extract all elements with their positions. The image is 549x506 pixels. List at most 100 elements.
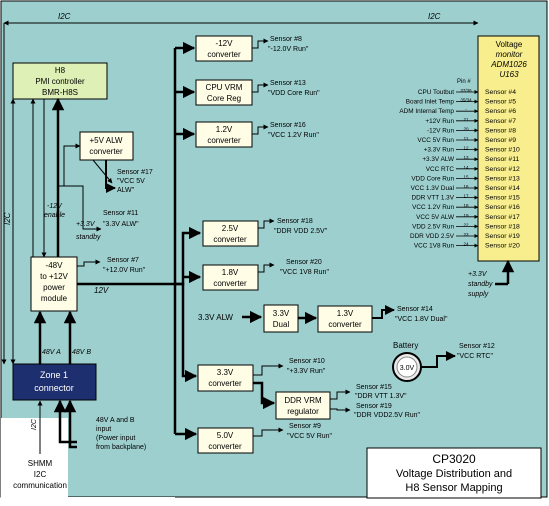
dual33-converter: 3.3V Dual — [263, 304, 299, 333]
monitor-input-label: VCC 1.2V Run — [412, 204, 454, 211]
monitor-input-label: -12V Run — [427, 127, 454, 134]
c33v-converter: 3.3V converter — [197, 364, 254, 392]
monitor-pin-number: 12 — [463, 146, 469, 151]
sensor-15-name: "DDR VTT 1.3V" — [355, 393, 407, 400]
voltage-monitor: Voltage monitor ADM1026 U163 — [477, 35, 540, 262]
monitor-title-4: U163 — [499, 70, 519, 79]
sensor-20-name: "VCC 1V8 Run" — [280, 269, 329, 276]
zone-label: Zone 1 — [40, 370, 68, 380]
input-line-1: 48V A and B — [96, 417, 135, 424]
c5valw-sensor-line2 — [92, 159, 113, 184]
monitor-standby-3: supply — [468, 291, 489, 298]
sensor-7-label: Sensor #7 — [107, 257, 139, 264]
c13v-sub: converter — [328, 320, 362, 329]
c18v-label: 1.8V — [222, 268, 239, 277]
c5valw-converter: +5V ALW converter — [79, 131, 134, 161]
sensor-17-label: Sensor #17 — [117, 169, 153, 176]
sensor-14-name: "VCC 1.8V Dual" — [395, 316, 448, 323]
monitor-input-label: VCC RTC — [426, 166, 455, 173]
diagram-title: CP3020 — [432, 452, 476, 466]
monitor-pin-number: 15 — [463, 174, 469, 179]
sensor-13-label: Sensor #13 — [270, 80, 306, 87]
m12v-label: -12V — [216, 39, 234, 48]
c33v-label: 3.3V — [217, 368, 234, 377]
main-12v-bus — [77, 41, 202, 441]
c33v-sensor-link — [253, 363, 284, 376]
sensor-17-name: "VCC 5V — [117, 178, 145, 185]
shmm-line-1: SHMM — [28, 459, 53, 468]
sensor-9-label: Sensor #9 — [289, 423, 321, 430]
standby-label-line1: +3.3V — [76, 221, 96, 228]
monitor-sensor-label: Sensor #15 — [485, 195, 520, 202]
enable-label-line1: -12V — [47, 203, 63, 210]
monitor-title-1: Voltage — [496, 40, 523, 49]
monitor-input-label: Board Inlet Temp — [406, 99, 455, 106]
sensor-16-label: Sensor #16 — [270, 122, 306, 129]
pm-line2: to +12V — [40, 272, 68, 281]
h8-subtitle: PMI controller — [35, 77, 85, 86]
diagram-subtitle-1: Voltage Distribution and — [396, 468, 512, 480]
sensor-11-name: "3.3V ALW" — [103, 221, 139, 228]
monitor-sensor-label: Sensor #17 — [485, 214, 520, 221]
cpu-vrm-regulator: CPU VRM Core Reg — [195, 79, 253, 106]
sensor-13-name: "VDD Core Run" — [268, 90, 320, 97]
pm-line4: module — [41, 294, 68, 303]
monitor-pin-number: 35/34 — [460, 98, 472, 103]
monitor-sensor-label: Sensor #4 — [485, 89, 516, 96]
zone-sub: connector — [34, 383, 74, 393]
monitor-input-label: VCC 1.3V Dual — [411, 185, 454, 192]
input-line-4: from backplane) — [96, 444, 146, 451]
bottom-input-lines — [37, 399, 77, 454]
sensor-9-name: "VCC 5V Run" — [287, 433, 333, 440]
monitor-sensor-label: Sensor #20 — [485, 243, 520, 250]
monitor-input-label: +3.3V Run — [424, 147, 455, 154]
monitor-pin-number: - — [465, 107, 467, 112]
battery-label: Battery — [393, 341, 418, 350]
monitor-input-label: VCC 1V8 Run — [414, 243, 455, 250]
i2c-label-top-left: I2C — [58, 12, 71, 21]
c25v-label: 2.5V — [222, 224, 239, 233]
i2c-bottom-label: I2C — [31, 418, 38, 430]
ddr-vrm-regulator: DDR VRM regulator — [275, 391, 331, 420]
c50v-converter: 5.0V converter — [197, 427, 254, 454]
monitor-pin-number: 24 — [463, 242, 469, 247]
monitor-pin-number: 17 — [463, 194, 469, 199]
shmm-line-3: communication — [13, 481, 67, 490]
monitor-sensor-label: Sensor #6 — [485, 108, 516, 115]
monitor-title-2: monitor — [496, 50, 523, 59]
c5valw-sensor-line — [105, 160, 116, 193]
c18v-sub: converter — [213, 279, 247, 288]
title-box: CP3020 Voltage Distribution and H8 Senso… — [366, 447, 542, 499]
sensor-19-label: Sensor #19 — [356, 403, 392, 410]
c13v-sensor-link — [372, 305, 395, 319]
sensor-7-link — [77, 259, 101, 267]
monitor-pin-number: 20 — [463, 126, 469, 131]
monitor-input-label: ADM Internal Temp — [399, 108, 454, 115]
zone-connector: Zone 1 connector — [12, 363, 97, 401]
ddrvrm-label: DDR VRM — [284, 396, 322, 405]
c50v-sub: converter — [208, 442, 242, 451]
sensor-10-name: "+3.3V Run" — [287, 368, 326, 375]
c13v-converter: 1.3V converter — [317, 305, 373, 333]
monitor-pin-number: 37/36 — [460, 88, 472, 93]
c12v-sensor-link — [252, 124, 269, 135]
monitor-sensor-label: Sensor #13 — [485, 175, 520, 182]
c25v-converter: 2.5V converter — [202, 220, 259, 247]
sensor-18-name: "DDR VDD 2.5V" — [274, 228, 328, 235]
c5valw-label: +5V ALW — [90, 136, 123, 145]
pin-header: Pin # — [457, 79, 471, 85]
battery-icon: 3.0V — [392, 352, 422, 382]
monitor-input-label: VCC 5V ALW — [416, 214, 455, 221]
dual33-label: 3.3V — [273, 309, 290, 318]
cpuvrm-label: CPU VRM — [206, 83, 243, 92]
h8-part-number: BMR-H8S — [42, 88, 78, 97]
ddr-sensor15-link — [330, 389, 351, 400]
c13v-label: 1.3V — [337, 309, 354, 318]
h8-controller: H8 PMI controller BMR-H8S — [12, 62, 108, 100]
h8-title: H8 — [55, 66, 66, 75]
enable-label-line2: enable — [44, 212, 65, 219]
monitor-sensor-label: Sensor #16 — [485, 204, 520, 211]
monitor-title-3: ADM1026 — [490, 60, 527, 69]
monitor-sensor-label: Sensor #18 — [485, 223, 520, 230]
